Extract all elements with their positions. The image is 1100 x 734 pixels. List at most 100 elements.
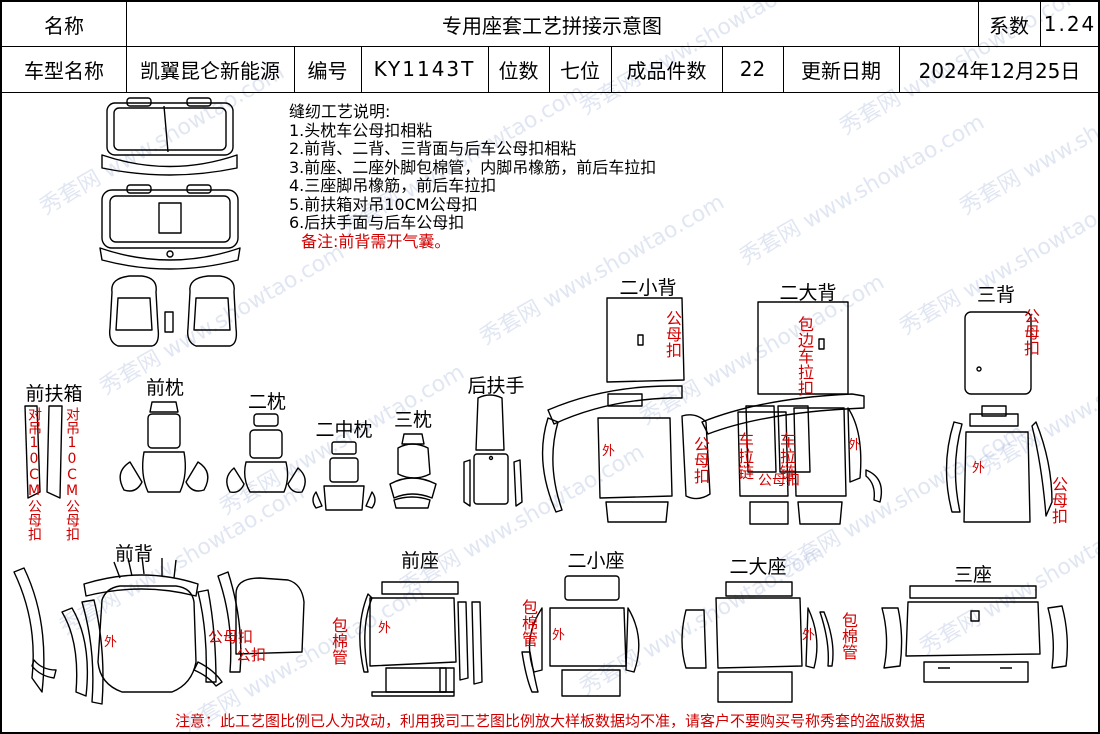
seats-label: 位数 [498,58,539,83]
piece-mark [488,455,494,461]
piece [1047,605,1069,669]
annotation-wai: 外 [972,461,986,476]
annotation-wai: 外 [802,628,816,643]
notes-item: 3.前座、二座外脚包棉管，内脚吊橡筋，前后车拉扣 [289,157,657,177]
piece [83,574,199,597]
piece [61,607,89,697]
annotation-wai: 外 [552,628,566,643]
piece [217,571,242,673]
notes-remark: 备注:前背需开气囊。 [301,231,451,251]
annotation-gong-mu-kou: 公母扣 [1021,308,1040,356]
piece [681,609,707,669]
piece [521,651,539,693]
piece [701,393,865,435]
label-second-large-seat: 二大座 [729,555,787,578]
notes-item: 2.前背、二背、三背面与后车公母扣相粘 [289,139,577,158]
piece [905,601,1041,657]
piece [439,667,455,693]
front-seat-left-inner [115,297,153,331]
piece [197,589,217,683]
annotation-gong-mu-kou: 公母扣 [691,436,710,484]
piece-mark [637,334,644,346]
piece [607,393,643,407]
header-col-line [783,46,784,92]
model-label: 车型名称 [24,58,104,83]
annotation-wai: 外 [848,438,862,453]
third-seat-pieces [881,585,1069,683]
update-label: 更新日期 [801,58,881,83]
piece [606,297,685,383]
annotation-che-la-kou: 车拉链 [777,432,796,480]
piece [31,659,57,679]
coef-value: 1.24 [1043,12,1097,36]
annotation-bao-mian-guan: 包棉管 [839,612,858,660]
header-col-line [488,46,489,92]
piece [463,459,471,507]
rear-bench-back [106,102,234,156]
piece [945,421,963,513]
header-col-line [978,2,979,46]
piece [715,597,803,669]
piece [909,585,1037,599]
annotation-dui-diao-10cm: 对吊10CM公母扣 [64,407,80,541]
piece [1031,421,1053,517]
front-seat-left [108,275,160,347]
piece [369,597,457,667]
second-small-back-pieces [541,297,711,523]
annotation-bao-mian-guan: 包棉管 [329,617,348,665]
front-headrest-pieces [119,401,209,493]
piece [329,457,359,483]
rear-bench-back-inner [113,107,227,151]
piece [737,411,789,497]
piece [561,669,621,697]
piece [312,491,323,509]
seats-value: 七位 [560,58,600,83]
second-row-button [166,250,174,258]
piece [141,451,187,493]
piece [471,601,483,685]
annotation-wai: 外 [104,635,118,650]
label-second-headrest: 二枕 [247,390,286,413]
annotation-dui-diao-10cm: 对吊10CM公母扣 [26,407,42,541]
annotation-bao-bian-che-la-kou: 包边车拉扣 [795,316,814,396]
piece [717,671,793,703]
second-middle-headrest-pieces [312,441,376,511]
piece [13,567,45,693]
piece [253,413,279,427]
front-armrest-pieces [24,405,63,499]
piece [381,581,459,595]
piece-mark [970,610,980,622]
piece [969,413,1019,427]
second-row-armrest [186,184,212,194]
piece [681,414,711,500]
second-large-back-pieces [701,301,883,525]
pieces-value: 22 [739,57,766,81]
piece [24,405,41,499]
piece [359,593,373,673]
second-row-bottom [99,247,241,270]
rear-armrest-pieces [463,394,523,507]
front-seat-right [186,275,238,347]
piece-mark [976,366,982,372]
header-col-line [361,46,362,92]
piece [457,601,469,681]
piece [81,599,104,705]
piece [564,575,620,601]
front-back-pieces [13,556,305,705]
piece [393,496,431,509]
label-front-armrest: 前扶箱 [25,382,83,405]
page-title: 专用座套工艺拼接示意图 [442,13,662,38]
piece [725,581,793,597]
header-divider-1 [2,46,1098,47]
rear-bench-divider [163,105,169,153]
piece [881,607,903,669]
front-seat-pieces [359,581,483,697]
front-seat-right-inner [193,297,231,331]
seat-overview [99,97,241,347]
annotation-gong-kou: 公扣 [236,646,267,664]
header-col-line [294,46,295,92]
second-small-seat-pieces [521,575,640,697]
label-second-small-back: 二小背 [619,276,677,299]
